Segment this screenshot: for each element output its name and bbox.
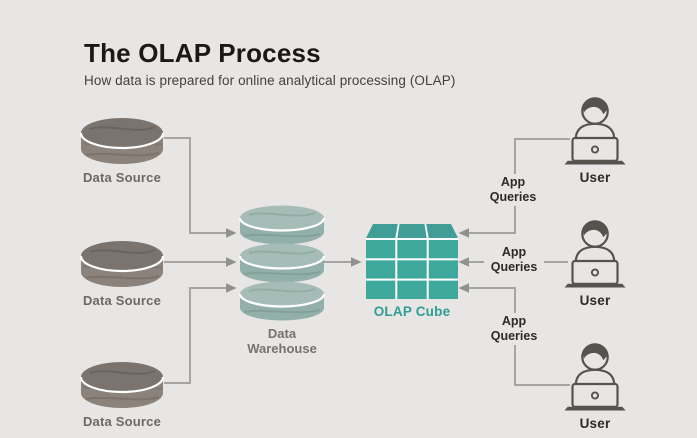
user-node: User <box>553 342 637 431</box>
page-subtitle: How data is prepared for online analytic… <box>84 73 456 88</box>
data-source-node: Data Source <box>67 361 177 429</box>
data-warehouse-node: Data Warehouse <box>232 205 332 357</box>
data-source-label: Data Source <box>82 414 162 429</box>
arrowhead-icon <box>458 283 469 293</box>
data-warehouse-label: Data Warehouse <box>247 326 317 356</box>
olap-cube-icon <box>366 224 458 299</box>
user-label: User <box>579 416 611 431</box>
user-laptop-icon <box>564 343 626 411</box>
database-cylinder-icon <box>80 118 164 164</box>
olap-cube-label: OLAP Cube <box>373 304 451 319</box>
data-source-label: Data Source <box>82 293 162 308</box>
data-source-node: Data Source <box>67 117 177 185</box>
user-laptop-icon <box>564 220 626 288</box>
user-node: User <box>553 219 637 308</box>
arrow-source1-to-warehouse <box>164 137 226 234</box>
arrowhead-icon <box>458 257 469 267</box>
arrowhead-icon <box>458 228 469 238</box>
arrowhead-icon <box>351 257 362 267</box>
app-queries-label: App Queries <box>484 244 544 276</box>
arrow-source3-to-warehouse <box>164 287 226 384</box>
app-queries-label: App Queries <box>484 313 544 345</box>
database-cylinder-icon <box>80 241 164 287</box>
user-label: User <box>579 293 611 308</box>
user-label: User <box>579 170 611 185</box>
data-source-label: Data Source <box>82 170 162 185</box>
database-cylinder-icon <box>80 362 164 408</box>
data-source-node: Data Source <box>67 240 177 308</box>
arrowhead-icon <box>226 283 237 293</box>
arrowhead-icon <box>226 228 237 238</box>
arrowhead-icon <box>226 257 237 267</box>
user-laptop-icon <box>564 97 626 165</box>
page-title: The OLAP Process <box>84 38 321 68</box>
app-queries-label: App Queries <box>483 174 543 206</box>
olap-cube-node: OLAP Cube <box>362 224 462 319</box>
user-node: User <box>553 96 637 185</box>
data-warehouse-icon <box>239 205 325 321</box>
